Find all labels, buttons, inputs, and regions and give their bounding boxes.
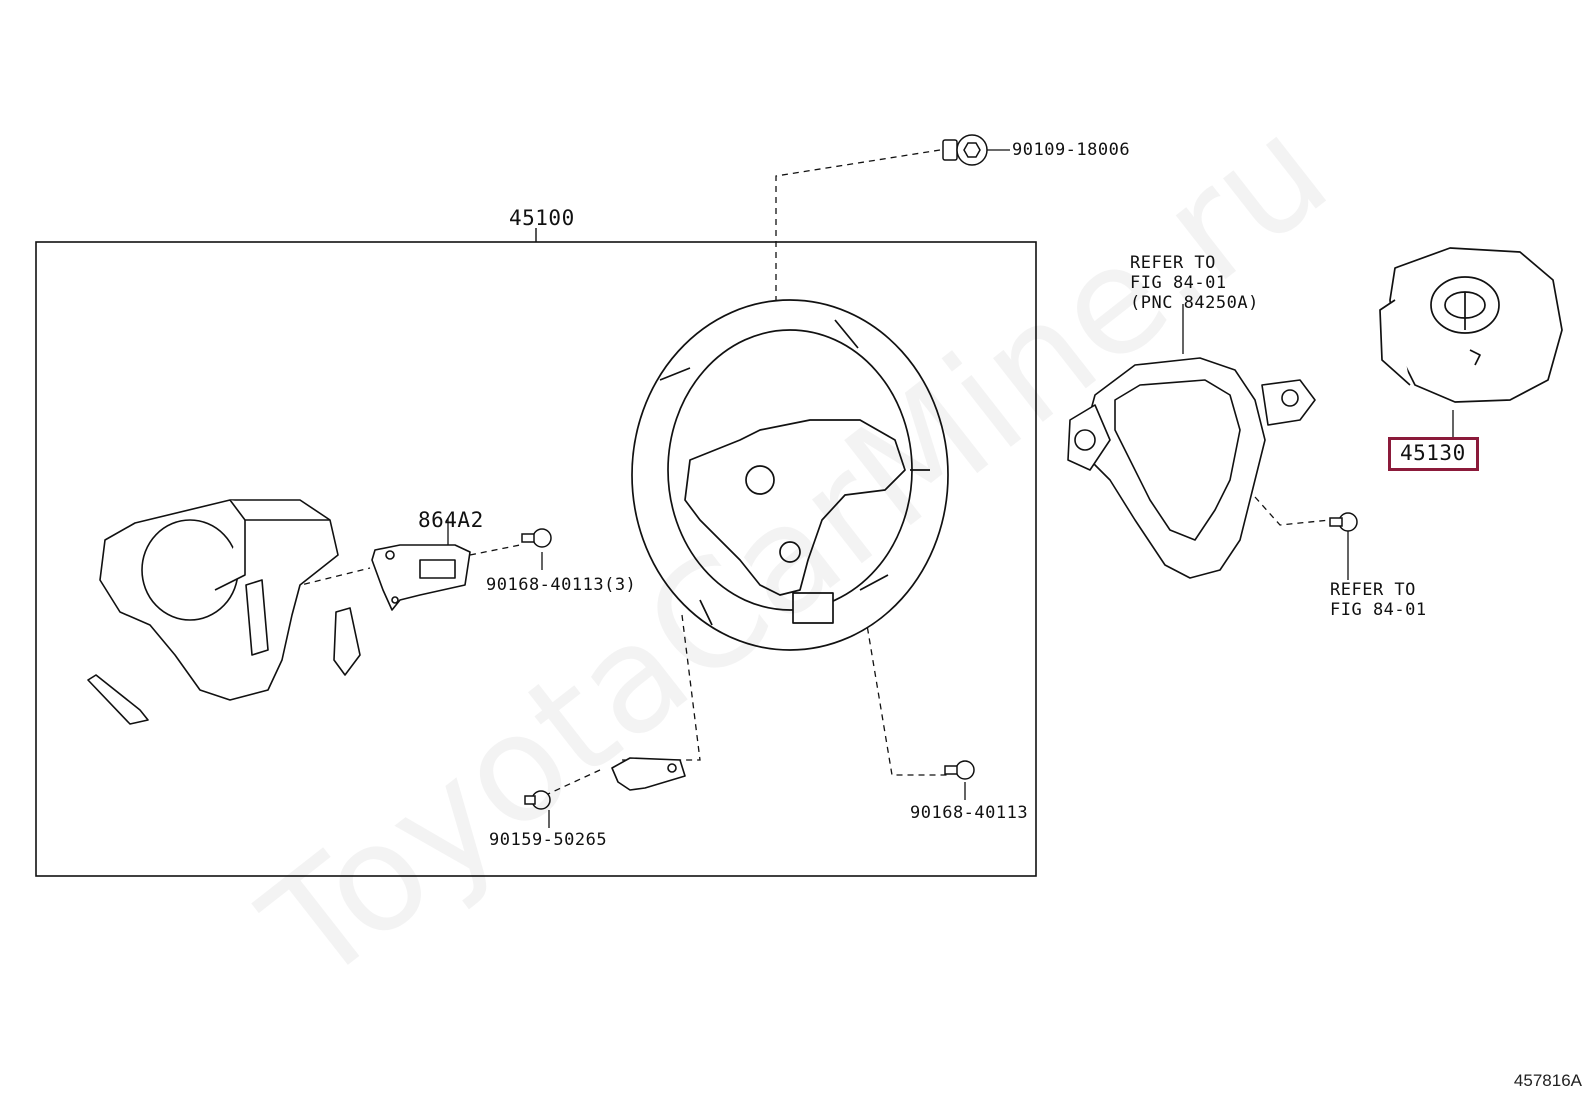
steering-cover-icon [87,499,361,725]
label-assembly: 45100 [509,206,575,230]
steering-wheel-icon [631,299,949,651]
label-screw-switch: 90168-40113(3) [486,575,637,595]
label-bolt-top: 90109-18006 [1012,140,1131,160]
airbag-highlight-box[interactable] [1388,437,1479,471]
wheel-trim-icon [1067,357,1316,579]
label-airbag[interactable]: 45130 [1400,441,1466,465]
label-refer-a-line3: (PNC 84250A) [1130,293,1259,313]
bolt-top-icon [942,134,988,166]
screw-icons [521,512,1358,810]
label-switch: 864A2 [418,508,484,532]
switch-icon [371,544,471,611]
label-refer-a-line1: REFER TO [1130,253,1216,273]
figure-id: 457816A [1513,1071,1582,1090]
solid-leaders [447,149,1454,828]
label-refer-b-line1: REFER TO [1330,580,1416,600]
airbag-icon [1379,247,1563,403]
label-screw-lower-left: 90159-50265 [489,830,608,850]
lower-bracket-icon [611,757,686,791]
label-refer-a-line2: FIG 84-01 [1130,273,1227,293]
label-refer-b-line2: FIG 84-01 [1330,600,1427,620]
label-screw-lower-right: 90168-40113 [910,803,1029,823]
